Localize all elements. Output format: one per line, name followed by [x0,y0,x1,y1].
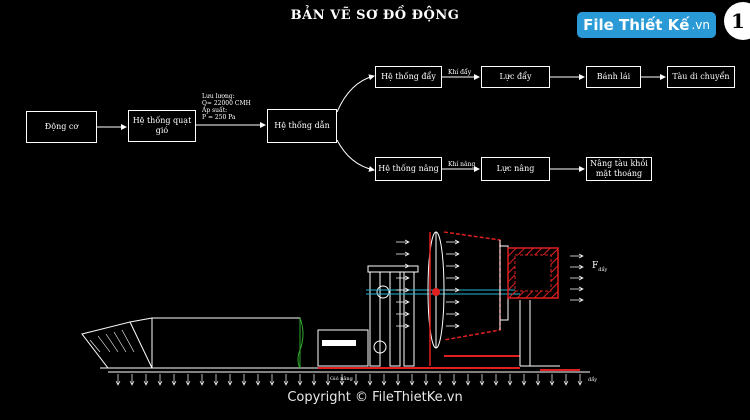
pressure-label: Áp suất: [202,107,228,114]
box-fan-system: Hệ thống quạt gió [128,110,196,142]
copyright-watermark: Copyright © FileThietKe.vn [287,390,463,405]
drawing-tag-lift: Gió nâng [330,376,353,382]
flow-arrow [446,251,460,257]
box-lift-boat: Nâng tàu khỏi mặt thoáng [586,157,652,181]
box-lift-force: Lực nâng [481,157,550,181]
down-arrow [227,374,233,386]
shaft-support [366,265,520,367]
down-arrow [297,374,303,386]
flow-arrow [446,311,460,317]
edge-lift-air: Khí nâng [448,161,476,168]
down-arrow [409,374,415,386]
flow-arrow [396,323,410,329]
down-arrow [353,374,359,386]
down-arrow [325,374,331,386]
down-arrow [507,374,513,386]
rudder-inner [514,254,552,292]
down-arrow [493,374,499,386]
down-arrow [381,374,387,386]
down-arrow [521,374,527,386]
flow-spec: Lưu lượng: Q= 22000 CMH Áp suất: P = 250… [202,93,251,121]
down-arrow [437,374,443,386]
box-boat-moves: Tàu di chuyển [667,66,735,88]
flow-label: Lưu lượng: [202,93,235,100]
page-number-badge: 1 [724,2,750,40]
down-arrow [367,374,373,386]
drawing-tag-thrust: đẩy [588,377,598,383]
flow-arrow [396,263,410,269]
lift-air-arrows [115,374,583,386]
down-arrow [185,374,191,386]
down-arrow [479,374,485,386]
flow-value: Q= 22000 CMH [202,100,251,107]
box-duct-system: Hệ thống dẫn [267,109,337,143]
down-arrow [339,374,345,386]
flow-arrow [396,311,410,317]
flow-arrow [446,287,460,293]
box-engine: Động cơ [26,111,97,143]
box-rudder: Bánh lái [586,66,641,88]
engine-detail [322,340,356,346]
down-arrow [171,374,177,386]
bow-hatching [89,329,135,353]
flow-arrow [396,275,410,281]
down-arrow [395,374,401,386]
down-arrow [129,374,135,386]
force-symbol: F [592,261,599,271]
down-arrow [157,374,163,386]
flow-arrow [396,287,410,293]
down-arrow [115,374,121,386]
down-arrow [241,374,247,386]
box-thrust-force: Lực đẩy [481,66,550,88]
flow-arrow [570,286,584,292]
flow-arrow [396,299,410,305]
site-logo: File Thiết Kế .vn [577,12,716,38]
down-arrow [143,374,149,386]
down-arrow [213,374,219,386]
down-arrow [311,374,317,386]
flow-arrow [570,264,584,270]
flow-arrow [396,239,410,245]
flow-arrow [570,297,584,303]
box-thrust-system: Hệ thống đẩy [375,66,442,88]
flowchart-connectors [97,74,666,172]
down-arrow [423,374,429,386]
fan [427,231,445,366]
down-arrow [535,374,541,386]
box-lift-system: Hệ thống nâng [375,157,442,181]
down-arrow [465,374,471,386]
flow-arrow [570,253,584,259]
flow-arrow [446,275,460,281]
flow-arrow [570,275,584,281]
pressure-value: P = 250 Pa [202,114,236,121]
hovercraft-drawing [81,231,590,386]
down-arrow [269,374,275,386]
logo-suffix: .vn [691,18,710,32]
engine-block [317,329,369,367]
down-arrow [199,374,205,386]
down-arrow [283,374,289,386]
down-arrow [563,374,569,386]
force-label: Fđẩy [592,261,607,273]
down-arrow [451,374,457,386]
down-arrow [255,374,261,386]
flow-arrow [446,299,460,305]
flow-arrow [396,251,410,257]
down-arrow [577,374,583,386]
page-title: BẢN VẼ SƠ ĐỒ ĐỘNG [290,8,460,23]
force-subscript: đẩy [598,266,608,273]
down-arrow [549,374,555,386]
flow-arrow [446,239,460,245]
logo-text: File Thiết Kế [583,16,690,34]
thrust-air-arrows [396,239,584,329]
edge-thrust-air: Khí đẩy [448,69,472,76]
flow-arrow [446,323,460,329]
flow-arrow [446,263,460,269]
